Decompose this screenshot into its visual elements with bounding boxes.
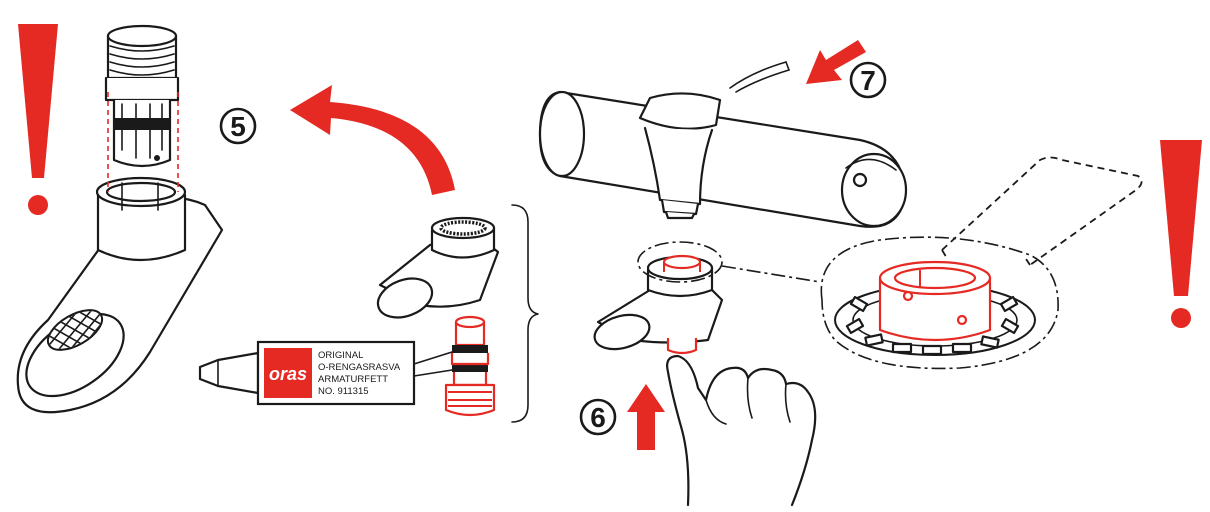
mixer-body-left [16,176,224,414]
grease-brand: oras [269,364,307,384]
cartridge-removed [104,24,180,192]
spout-inserting [593,241,821,355]
clip-dashed [941,156,1143,266]
step-7-badge: 7 [849,61,887,99]
arrow-icon-step6 [627,384,665,450]
grease-label-line4: NO. 911315 [318,386,369,397]
step-6-badge: 6 [579,398,617,436]
warning-exclamation-icon-right [1160,140,1202,328]
retaining-clip [729,61,790,93]
step-6-label: 6 [590,402,606,433]
step-5-badge: 5 [219,107,257,145]
grease-tube: oras ORIGINAL O-RENGASRASVA ARMATURFETT … [198,340,453,406]
curved-arrow-icon [290,85,455,195]
grease-label-line1: ORIGINAL [318,350,363,361]
step-7-label: 7 [860,65,876,96]
grease-label-line2: O-RENGASRASVA [318,362,401,373]
grease-label-line3: ARMATURFETT [318,374,388,385]
warning-exclamation-icon-left [18,24,58,215]
detail-callout [820,236,1059,370]
arrow-icon-step7 [806,40,866,84]
spout-middle [376,216,500,319]
brand-logo-block [264,348,312,398]
ring-teeth [845,295,1020,356]
cartridge-red [444,315,496,417]
hand-illustration [666,354,817,507]
mixer-body-right [538,90,908,228]
grouping-brace [511,204,539,423]
step-5-label: 5 [230,111,246,142]
